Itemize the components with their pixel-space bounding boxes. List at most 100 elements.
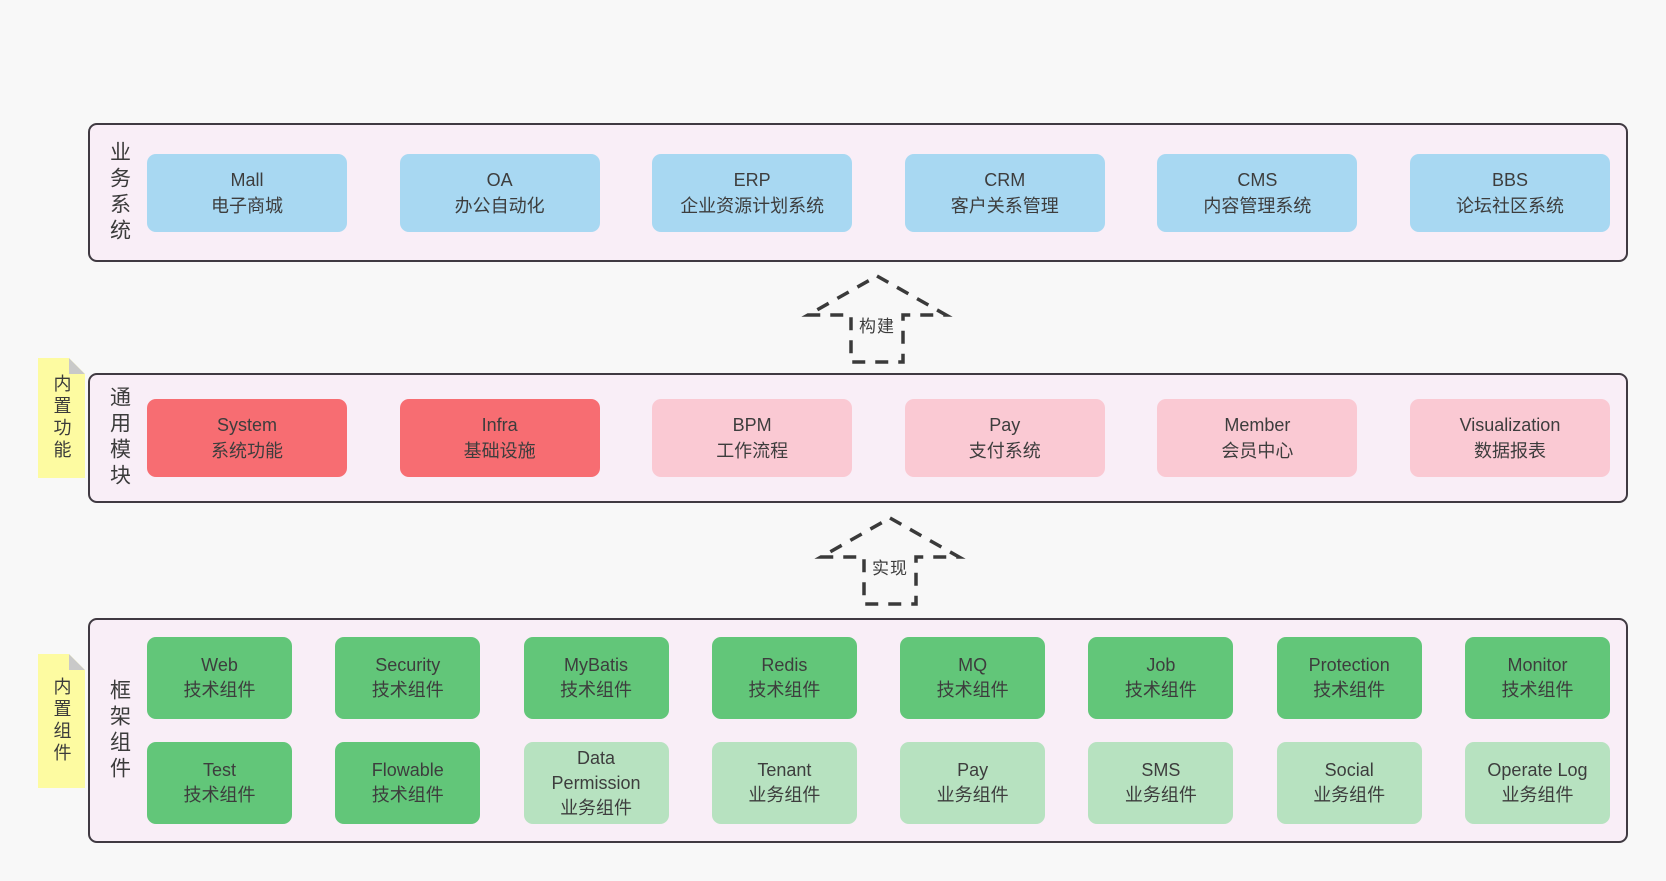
box-member-name: Member [1224,415,1291,435]
box-member: Member 会员中心 [1157,399,1358,477]
box-pay-component-name: Pay [957,760,989,780]
box-web-desc: 技术组件 [183,680,256,700]
box-bpm: BPM 工作流程 [652,399,853,477]
box-flowable-name: Flowable [371,760,444,780]
box-web-name: Web [201,655,238,675]
box-social-name: Social [1324,760,1374,780]
box-tenant-desc: 业务组件 [748,785,821,805]
built-in-features-note-text: 内置功能 [51,374,72,462]
box-protection: Protection 技术组件 [1276,637,1422,719]
box-erp-name: ERP [733,169,771,190]
box-system-name: System [216,415,277,435]
built-in-components-note: 内置组件 [38,654,85,788]
box-system: System 系统功能 [147,399,347,477]
business-systems-row: Mall 电子商城 OA 办公自动化 ERP 企业资源计划系统 CRM 客户关系… [147,153,1610,232]
common-modules-content: System 系统功能 Infra 基础设施 BPM 工作流程 Pay 支付系统… [147,375,1626,501]
box-operate-log-desc: 业务组件 [1501,785,1574,805]
framework-components-content: Web 技术组件 Security 技术组件 MyBatis 技术组件 Redi… [147,620,1626,841]
implement-arrow-label: 实现 [869,553,911,580]
box-cms-desc: 内容管理系统 [1203,195,1312,216]
box-mq-desc: 技术组件 [936,680,1009,700]
box-erp: ERP 企业资源计划系统 [652,153,853,232]
box-flowable-desc: 技术组件 [371,785,444,805]
box-sms: SMS 业务组件 [1088,742,1234,824]
box-cms-name: CMS [1237,169,1278,190]
box-monitor: Monitor 技术组件 [1464,637,1610,719]
box-protection-name: Protection [1308,655,1390,675]
box-crm: CRM 客户关系管理 [904,153,1105,232]
common-modules-container: 通用模块 System 系统功能 Infra 基础设施 BPM 工作流程 Pay… [88,373,1628,503]
business-systems-content: Mall 电子商城 OA 办公自动化 ERP 企业资源计划系统 CRM 客户关系… [147,125,1626,260]
box-flowable: Flowable 技术组件 [335,742,481,824]
box-bpm-name: BPM [732,415,772,435]
box-mall-name: Mall [230,169,264,190]
box-redis: Redis 技术组件 [711,637,857,719]
box-erp-desc: 企业资源计划系统 [680,195,825,216]
framework-components-row-1: Web 技术组件 Security 技术组件 MyBatis 技术组件 Redi… [147,637,1610,719]
built-in-features-note: 内置功能 [38,358,85,478]
framework-components-container: 框架组件 Web 技术组件 Security 技术组件 MyBatis 技术组件… [88,618,1628,843]
build-arrow-label: 构建 [856,311,898,338]
box-job-name: Job [1146,655,1176,675]
box-visualization: Visualization 数据报表 [1409,399,1610,477]
box-oa: OA 办公自动化 [399,153,600,232]
box-social-desc: 业务组件 [1313,785,1386,805]
box-tenant: Tenant 业务组件 [711,742,857,824]
box-mybatis-desc: 技术组件 [560,680,633,700]
box-test-desc: 技术组件 [183,785,256,805]
box-member-desc: 会员中心 [1221,441,1294,461]
box-security: Security 技术组件 [335,637,481,719]
box-mall-desc: 电子商城 [211,195,283,216]
box-web: Web 技术组件 [147,637,292,719]
built-in-components-note-text: 内置组件 [51,677,72,765]
common-modules-label: 通用模块 [107,386,131,490]
framework-components-label: 框架组件 [107,678,131,783]
box-data-permission-desc: 业务组件 [560,797,633,818]
business-systems-container: 业务系统 Mall 电子商城 OA 办公自动化 ERP 企业资源计划系统 CRM… [88,123,1628,262]
folded-corner-icon [69,358,85,374]
box-mq: MQ 技术组件 [900,637,1046,719]
box-redis-desc: 技术组件 [748,680,821,700]
folded-corner-icon [69,654,85,670]
box-data-permission-name: Data Permission [551,747,641,793]
box-bbs-name: BBS [1491,169,1528,190]
box-security-name: Security [375,655,441,675]
implement-arrow-icon [814,515,966,606]
box-job: Job 技术组件 [1088,637,1234,719]
box-oa-name: OA [486,169,513,190]
box-bbs: BBS 论坛社区系统 [1409,153,1610,232]
box-mybatis-name: MyBatis [564,655,629,675]
box-operate-log: Operate Log 业务组件 [1464,742,1610,824]
box-infra-name: Infra [481,415,518,435]
box-tenant-name: Tenant [757,760,812,780]
box-crm-desc: 客户关系管理 [950,195,1059,216]
box-cms: CMS 内容管理系统 [1157,153,1358,232]
box-infra: Infra 基础设施 [399,399,600,477]
box-visualization-name: Visualization [1459,415,1561,435]
box-visualization-desc: 数据报表 [1473,441,1546,461]
build-arrow-icon [801,273,953,364]
box-pay-desc: 支付系统 [968,441,1041,461]
framework-components-row-2: Test 技术组件 Flowable 技术组件 Data Permission … [147,742,1610,824]
box-oa-desc: 办公自动化 [454,195,545,216]
box-pay-component-desc: 业务组件 [936,785,1009,805]
box-job-desc: 技术组件 [1124,680,1197,700]
box-protection-desc: 技术组件 [1313,680,1386,700]
box-pay: Pay 支付系统 [904,399,1105,477]
box-mq-name: MQ [958,655,988,675]
box-monitor-name: Monitor [1507,655,1568,675]
box-sms-name: SMS [1141,760,1181,780]
box-bpm-desc: 工作流程 [716,441,789,461]
box-crm-name: CRM [984,169,1026,190]
box-mybatis: MyBatis 技术组件 [523,637,669,719]
box-sms-desc: 业务组件 [1124,785,1197,805]
box-infra-desc: 基础设施 [463,441,536,461]
box-pay-name: Pay [989,415,1021,435]
box-data-permission: Data Permission 业务组件 [523,742,669,824]
box-redis-name: Redis [761,655,808,675]
box-operate-log-name: Operate Log [1487,760,1588,780]
box-pay-component: Pay 业务组件 [900,742,1046,824]
box-mall: Mall 电子商城 [147,153,347,232]
business-systems-label: 业务系统 [107,140,131,245]
box-social: Social 业务组件 [1276,742,1422,824]
